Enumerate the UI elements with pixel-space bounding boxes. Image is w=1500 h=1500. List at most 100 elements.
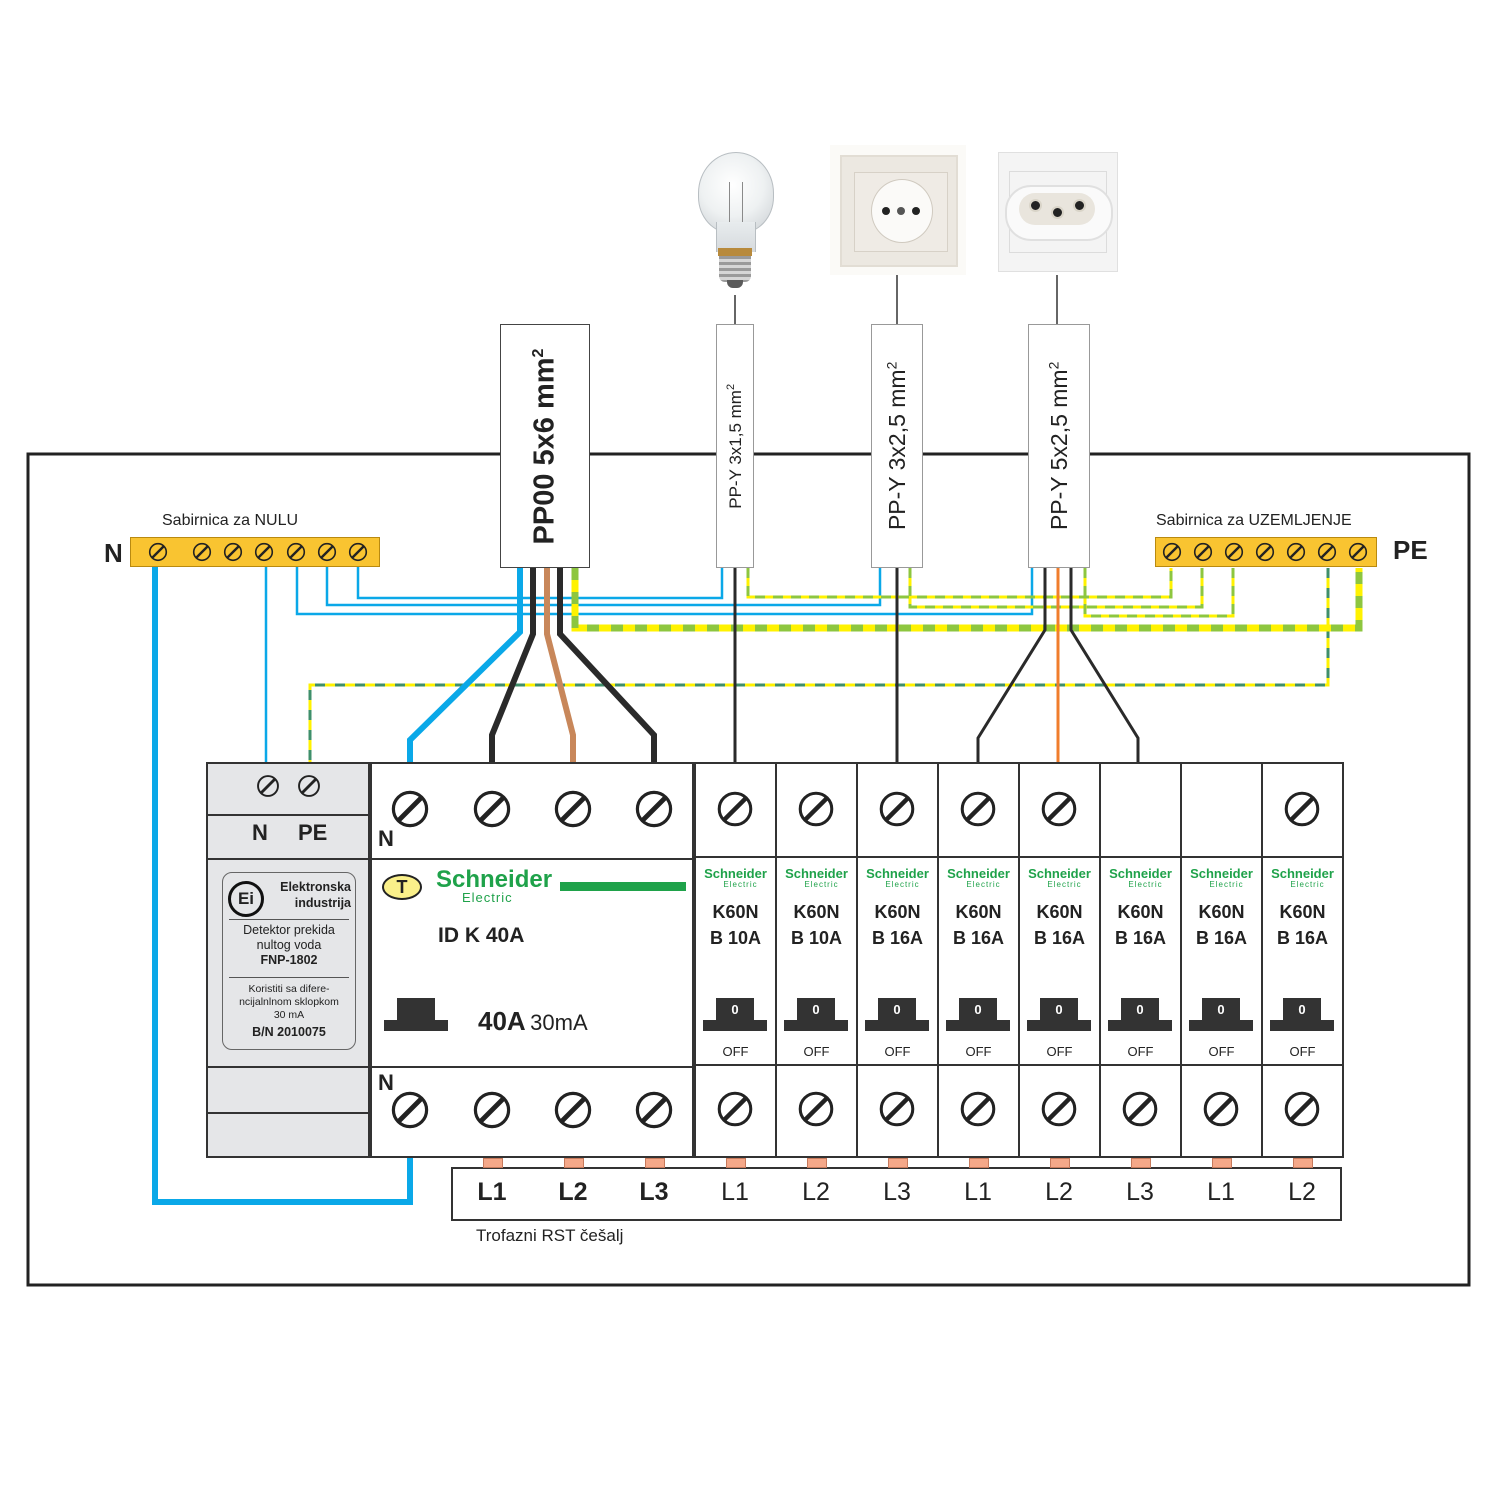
terminal-screw-icon[interactable] (1202, 1090, 1240, 1133)
cable-label-threepin: PP-Y 5x2,5 mm2 (1028, 324, 1090, 568)
terminal-screw-icon[interactable] (797, 1090, 835, 1133)
terminal-screw-icon[interactable] (553, 1090, 593, 1135)
terminal-screw-icon[interactable] (390, 1090, 430, 1135)
comb-phase-label: L2 (558, 1178, 588, 1206)
rcd-test-button[interactable]: T (382, 874, 422, 900)
schneider-logo-sub: Electric (1209, 880, 1244, 889)
light-bulb-icon (694, 152, 776, 292)
busbar-screw-icon (348, 542, 368, 567)
rcd-brand-bar (560, 882, 686, 891)
neutral-busbar-tag: N (104, 538, 123, 568)
comb-phase-label: L3 (883, 1178, 911, 1206)
breaker-toggle[interactable]: 0 (1189, 998, 1253, 1032)
terminal-screw-icon[interactable] (1040, 790, 1078, 833)
detector-note: Koristiti sa difere-ncijalnlnom sklopkom… (223, 983, 355, 1022)
terminal-screw-icon[interactable] (1121, 1090, 1159, 1133)
breaker-state: OFF (965, 1044, 992, 1059)
schneider-logo: Schneider (785, 866, 848, 881)
comb-phase-label: L1 (477, 1178, 507, 1206)
terminal-screw-icon[interactable] (878, 790, 916, 833)
breaker-toggle[interactable]: 0 (1270, 998, 1334, 1032)
terminal-screw-icon[interactable] (959, 1090, 997, 1133)
rcd-rating-value: 40A (478, 1006, 526, 1036)
comb-phase-label: L2 (802, 1178, 830, 1206)
busbar-screw-icon (1286, 542, 1306, 567)
feed-l3 (557, 568, 657, 765)
breaker-toggle[interactable]: 0 (1027, 998, 1091, 1032)
neutral-busbar (130, 537, 380, 567)
terminal-screw-icon[interactable] (553, 789, 593, 834)
detector-pe-label: PE (298, 820, 328, 845)
detector-serial: B/N 2010075 (252, 1025, 326, 1039)
schneider-logo: Schneider (866, 866, 929, 881)
terminal-screw-icon[interactable] (256, 774, 280, 803)
comb-phase-label: L1 (964, 1178, 992, 1206)
terminal-screw-icon[interactable] (390, 789, 430, 834)
breaker-rating: B 16A (1195, 928, 1248, 948)
earth-busbar (1155, 537, 1377, 567)
breaker-toggle-label: 0 (1040, 998, 1078, 1022)
rcd-module: N N T Schneider Electric ID K 40A 40A 30… (370, 762, 694, 1158)
breaker-toggle[interactable]: 0 (784, 998, 848, 1032)
terminal-screw-icon[interactable] (634, 789, 674, 834)
breaker-toggle[interactable]: 0 (946, 998, 1010, 1032)
breaker-toggle[interactable]: 0 (1108, 998, 1172, 1032)
breaker-rating: B 16A (871, 928, 924, 948)
terminal-screw-icon[interactable] (297, 774, 321, 803)
terminal-screw-icon[interactable] (959, 790, 997, 833)
breaker-state: OFF (1208, 1044, 1235, 1059)
neutral-return-wire (152, 567, 413, 1205)
breaker-state: OFF (722, 1044, 749, 1059)
note-line: Koristiti sa difere- (248, 983, 330, 995)
schneider-logo: Schneider (1190, 866, 1253, 881)
note-line: ncijalnlnom sklopkom (239, 996, 339, 1008)
cable-label-lighting: PP-Y 3x1,5 mm2 (716, 324, 754, 568)
three-pin-socket-icon (998, 152, 1118, 272)
terminal-screw-icon[interactable] (716, 1090, 754, 1133)
rcd-brand: Schneider Electric (436, 868, 552, 905)
rcd-sensitivity: 30mA (530, 1010, 588, 1035)
breaker-rating: B 10A (790, 928, 843, 948)
terminal-screw-icon[interactable] (472, 789, 512, 834)
terminal-screw-icon[interactable] (716, 790, 754, 833)
terminal-screw-icon[interactable] (878, 1090, 916, 1133)
terminal-screw-icon[interactable] (1283, 790, 1321, 833)
terminal-screw-icon[interactable] (1040, 1090, 1078, 1133)
cable-label-sup: 2 (529, 348, 547, 357)
terminal-screw-icon[interactable] (1283, 1090, 1321, 1133)
feed-l2 (544, 568, 576, 765)
comb-phase-label: L1 (1207, 1178, 1235, 1206)
breaker-toggle[interactable]: 0 (865, 998, 929, 1032)
cable-label-main-feed: PP00 5x6 mm2 (500, 324, 590, 568)
earth-distribution-wires (308, 568, 1330, 770)
breaker-toggle[interactable]: 0 (703, 998, 767, 1032)
comb-pin (969, 1158, 989, 1168)
breaker-toggle-label: 0 (1202, 998, 1240, 1022)
terminal-screw-icon[interactable] (634, 1090, 674, 1135)
busbar-screw-icon (223, 542, 243, 567)
schneider-logo: Schneider (1028, 866, 1091, 881)
breaker-rating: B 16A (952, 928, 1005, 948)
desc-line: Detektor prekida (243, 923, 335, 937)
brand-line: Elektronska (280, 880, 351, 894)
comb-pin (1131, 1158, 1151, 1168)
comb-phase-label: L3 (1126, 1178, 1154, 1206)
terminal-screw-icon[interactable] (797, 790, 835, 833)
neutral-busbar-title: Sabirnica za NULU (162, 512, 299, 529)
busbar-screw-icon (1317, 542, 1337, 567)
rcd-toggle[interactable] (384, 998, 448, 1032)
comb-caption: Trofazni RST češalj (476, 1226, 624, 1245)
terminal-screw-icon[interactable] (472, 1090, 512, 1135)
schneider-logo-sub: Electric (966, 880, 1001, 889)
schneider-logo: Schneider (704, 866, 767, 881)
busbar-screw-icon (317, 542, 337, 567)
